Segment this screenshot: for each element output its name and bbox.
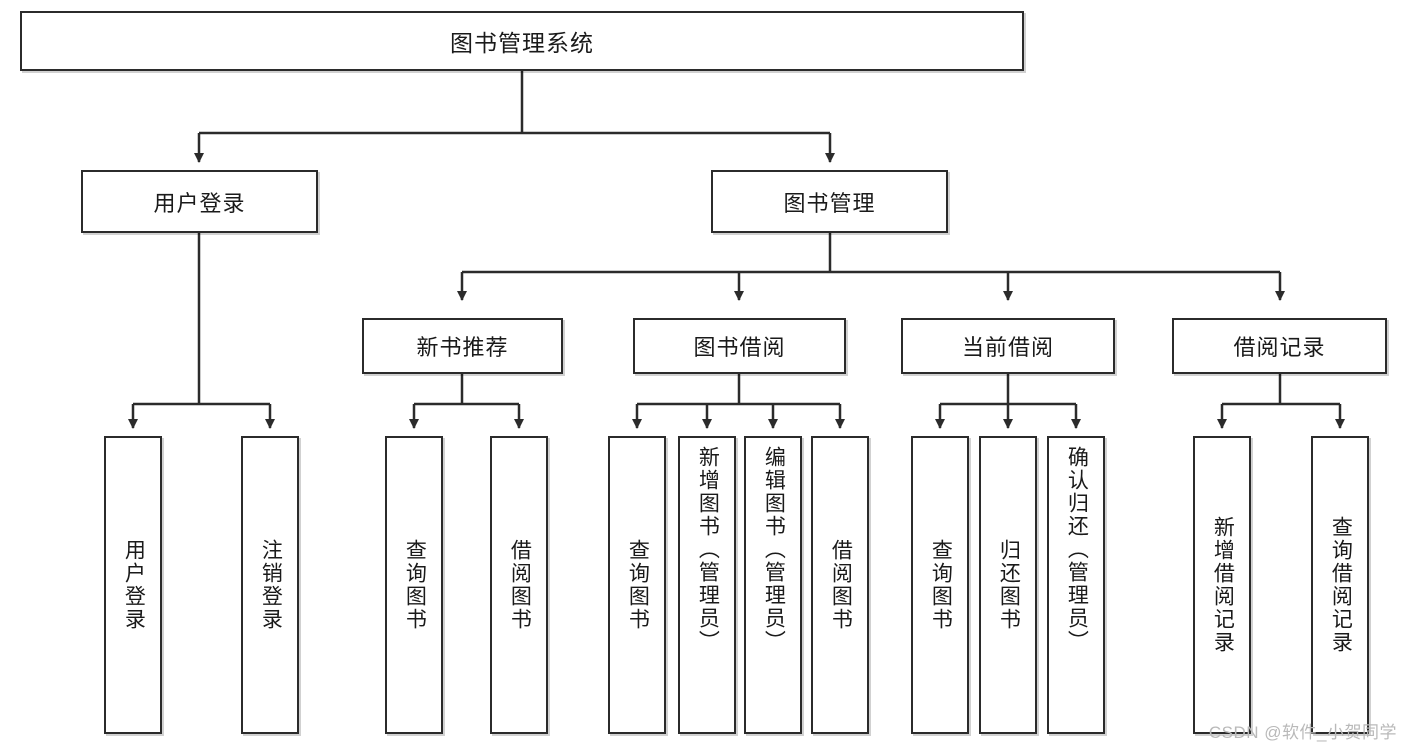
leaf-current-borrow-query[interactable]: 查询图书 [911,436,969,734]
leaf-new-book-borrow-label: 借阅图书 [508,539,532,631]
node-book-borrow[interactable]: 图书借阅 [633,318,846,374]
node-book-management-label: 图书管理 [783,190,876,216]
leaf-user-login-login[interactable]: 用户登录 [104,436,162,734]
node-new-book-recommendation[interactable]: 新书推荐 [362,318,563,374]
leaf-book-borrow-query[interactable]: 查询图书 [608,436,666,734]
leaf-new-book-query[interactable]: 查询图书 [385,436,443,734]
node-root[interactable]: 图书管理系统 [20,11,1024,71]
leaf-borrow-record-query[interactable]: 查询借阅记录 [1311,436,1369,734]
leaf-book-borrow-add[interactable]: 新增图书（管理员） [678,436,736,734]
leaf-borrow-record-query-label: 查询借阅记录 [1329,516,1353,654]
node-book-borrow-label: 图书借阅 [693,335,786,360]
node-current-borrow[interactable]: 当前借阅 [901,318,1115,374]
leaf-current-borrow-return-label: 归还图书 [997,539,1021,631]
csdn-watermark: CSDN @软件_小贺同学 [1208,723,1397,742]
node-user-login[interactable]: 用户登录 [81,170,318,233]
leaf-current-borrow-confirm-label: 确认归还（管理员） [1065,446,1089,653]
leaf-borrow-record-add[interactable]: 新增借阅记录 [1193,436,1251,734]
node-borrow-record-label: 借阅记录 [1233,335,1326,360]
node-new-book-recommendation-label: 新书推荐 [416,335,509,360]
node-current-borrow-label: 当前借阅 [961,335,1054,360]
leaf-book-borrow-query-label: 查询图书 [626,539,650,631]
leaf-book-borrow-edit[interactable]: 编辑图书（管理员） [744,436,802,734]
leaf-borrow-record-add-label: 新增借阅记录 [1211,516,1235,654]
leaf-book-borrow-edit-label: 编辑图书（管理员） [762,446,786,653]
leaf-book-borrow-borrow-label: 借阅图书 [829,539,853,631]
node-book-management[interactable]: 图书管理 [711,170,948,233]
leaf-new-book-query-label: 查询图书 [403,539,427,631]
leaf-user-login-logout[interactable]: 注销登录 [241,436,299,734]
node-user-login-label: 用户登录 [153,190,246,216]
leaf-user-login-logout-label: 注销登录 [259,539,283,631]
leaf-book-borrow-borrow[interactable]: 借阅图书 [811,436,869,734]
leaf-current-borrow-return[interactable]: 归还图书 [979,436,1037,734]
node-root-label: 图书管理系统 [450,30,594,56]
leaf-new-book-borrow[interactable]: 借阅图书 [490,436,548,734]
leaf-user-login-login-label: 用户登录 [122,539,146,631]
leaf-current-borrow-query-label: 查询图书 [929,539,953,631]
leaf-current-borrow-confirm[interactable]: 确认归还（管理员） [1047,436,1105,734]
node-borrow-record[interactable]: 借阅记录 [1172,318,1387,374]
leaf-book-borrow-add-label: 新增图书（管理员） [696,446,720,653]
